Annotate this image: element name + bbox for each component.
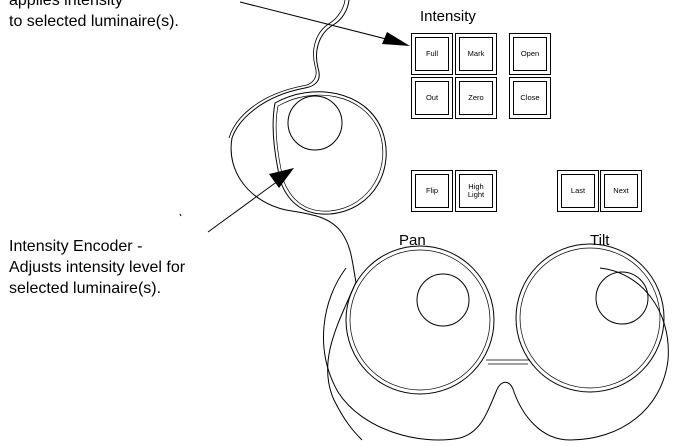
zero-button[interactable]: Zero xyxy=(455,77,497,119)
tilt-encoder-outer-inner xyxy=(519,247,661,389)
encoder-callout-line2: Adjusts intensity level for xyxy=(9,259,186,276)
pan-encoder-knob[interactable] xyxy=(416,273,470,327)
tilt-encoder-knob[interactable] xyxy=(595,271,649,325)
last-button[interactable]: Last xyxy=(557,170,599,212)
flip-button[interactable]: Flip xyxy=(411,170,453,212)
close-button[interactable]: Close xyxy=(509,77,551,119)
encoder-callout-line1: Intensity Encoder - xyxy=(9,238,143,255)
tilt-label: Tilt xyxy=(590,232,610,249)
panel-outline-outer xyxy=(230,0,363,441)
intensity-label: Intensity xyxy=(420,8,476,25)
pan-encoder-outer xyxy=(345,245,495,395)
out-button[interactable]: Out xyxy=(411,77,453,119)
arrowhead-top xyxy=(382,32,410,46)
flip-button-label: Flip xyxy=(415,174,449,208)
next-button[interactable]: Next xyxy=(600,170,642,212)
pan-tilt-outline xyxy=(323,267,669,441)
mark-button[interactable]: Mark xyxy=(455,33,497,75)
top-callout-line2: to selected luminaire(s). xyxy=(9,13,179,30)
arrowhead-encoder xyxy=(269,168,294,188)
full-button-label: Full xyxy=(415,37,449,71)
out-button-label: Out xyxy=(415,81,449,115)
zero-button-label: Zero xyxy=(459,81,493,115)
highlight-button-label: High Light xyxy=(459,174,493,208)
top-callout-line1: applies intensity xyxy=(9,0,123,9)
highlight-button[interactable]: High Light xyxy=(455,170,497,212)
panel-outline-inner xyxy=(228,0,346,139)
pan-label: Pan xyxy=(399,232,426,249)
open-button[interactable]: Open xyxy=(509,33,551,75)
mark-button-label: Mark xyxy=(459,37,493,71)
top-callout: applies intensity to selected luminaire(… xyxy=(9,0,179,32)
intensity-encoder-knob[interactable] xyxy=(287,95,343,151)
leader-line-encoder xyxy=(207,177,283,233)
intensity-encoder-outer-inner xyxy=(275,94,384,212)
last-button-label: Last xyxy=(561,174,595,208)
stray-mark xyxy=(179,213,182,217)
encoder-callout-line3: selected luminaire(s). xyxy=(9,280,162,297)
tilt-encoder-outer xyxy=(515,243,665,393)
intensity-encoder-outer xyxy=(272,91,387,215)
close-button-label: Close xyxy=(513,81,547,115)
full-button[interactable]: Full xyxy=(411,33,453,75)
encoder-callout: Intensity Encoder - Adjusts intensity le… xyxy=(9,236,185,299)
pan-encoder-outer-inner xyxy=(349,249,491,391)
leader-line-top xyxy=(239,1,399,43)
next-button-label: Next xyxy=(604,174,638,208)
open-button-label: Open xyxy=(513,37,547,71)
pan-tilt-bridge xyxy=(486,359,530,365)
